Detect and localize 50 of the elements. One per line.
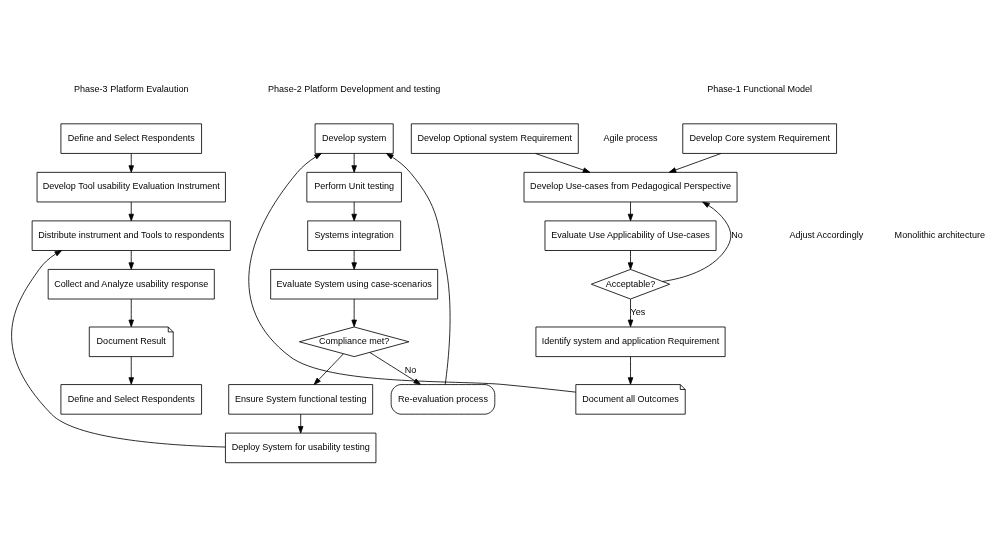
arrow [128, 201, 134, 222]
arrow [668, 153, 722, 173]
arrow [297, 413, 304, 434]
node-box: Distribute instrument and Tools to respondents [31, 220, 231, 251]
node-box: Deploy System for usability testing [225, 432, 377, 464]
arrow [128, 298, 134, 328]
node-box: Define and Select Respondents [60, 384, 202, 415]
arrow [351, 298, 357, 328]
label: Monolithic architecture [894, 229, 985, 240]
label: Phase-3 Platform Evalaution [74, 84, 189, 95]
arrow [128, 250, 134, 270]
label: Phase-1 Functional Model [707, 84, 813, 95]
arrow [351, 153, 357, 173]
arrow [386, 153, 451, 385]
node-box: Develop Optional system Requirement [410, 123, 579, 154]
node-box: Re-evaluation process [390, 384, 496, 415]
edge-label: Yes [630, 307, 646, 318]
node-diamond: Acceptable? [590, 269, 671, 300]
node-box: Collect and Analyze usability response [47, 269, 215, 300]
arrow [313, 353, 344, 385]
node-box: Perform Unit testing [306, 171, 402, 203]
node-box: Identify system and application Requirement [535, 326, 726, 357]
label: Adjust Accordingly [789, 229, 864, 240]
node-box: Define and Select Respondents [60, 123, 202, 154]
arrow [627, 356, 634, 385]
node-diamond: Compliance met? [299, 326, 410, 357]
node-box: Develop Core system Requirement [682, 123, 837, 154]
arrow [11, 250, 226, 448]
node-box: Evaluate System using case-scenarios [270, 269, 439, 300]
label: Agile process [603, 132, 658, 143]
arrow [627, 201, 634, 222]
arrow [535, 153, 591, 173]
arrow [351, 250, 357, 270]
node-box: Develop system [314, 123, 394, 154]
arrow [627, 250, 634, 270]
arrow [128, 153, 134, 173]
node-box: Develop Tool usability Evaluation Instrument [36, 171, 226, 203]
arrow [627, 298, 634, 328]
node-box: Systems integration [307, 220, 402, 251]
edge-label: No [404, 364, 417, 375]
node-box: Develop Use-cases from Pedagogical Perspective [523, 171, 738, 203]
arrow [248, 153, 577, 393]
label: Phase-2 Platform Development and testing [268, 84, 441, 95]
edge-label: No [731, 229, 743, 240]
arrow [351, 201, 357, 222]
arrow [662, 201, 732, 282]
node-box: Evaluate Use Applicability of Use-cases [544, 220, 717, 251]
node-box: Ensure System functional testing [228, 384, 374, 415]
arrow [128, 356, 134, 385]
arrow [369, 352, 421, 385]
